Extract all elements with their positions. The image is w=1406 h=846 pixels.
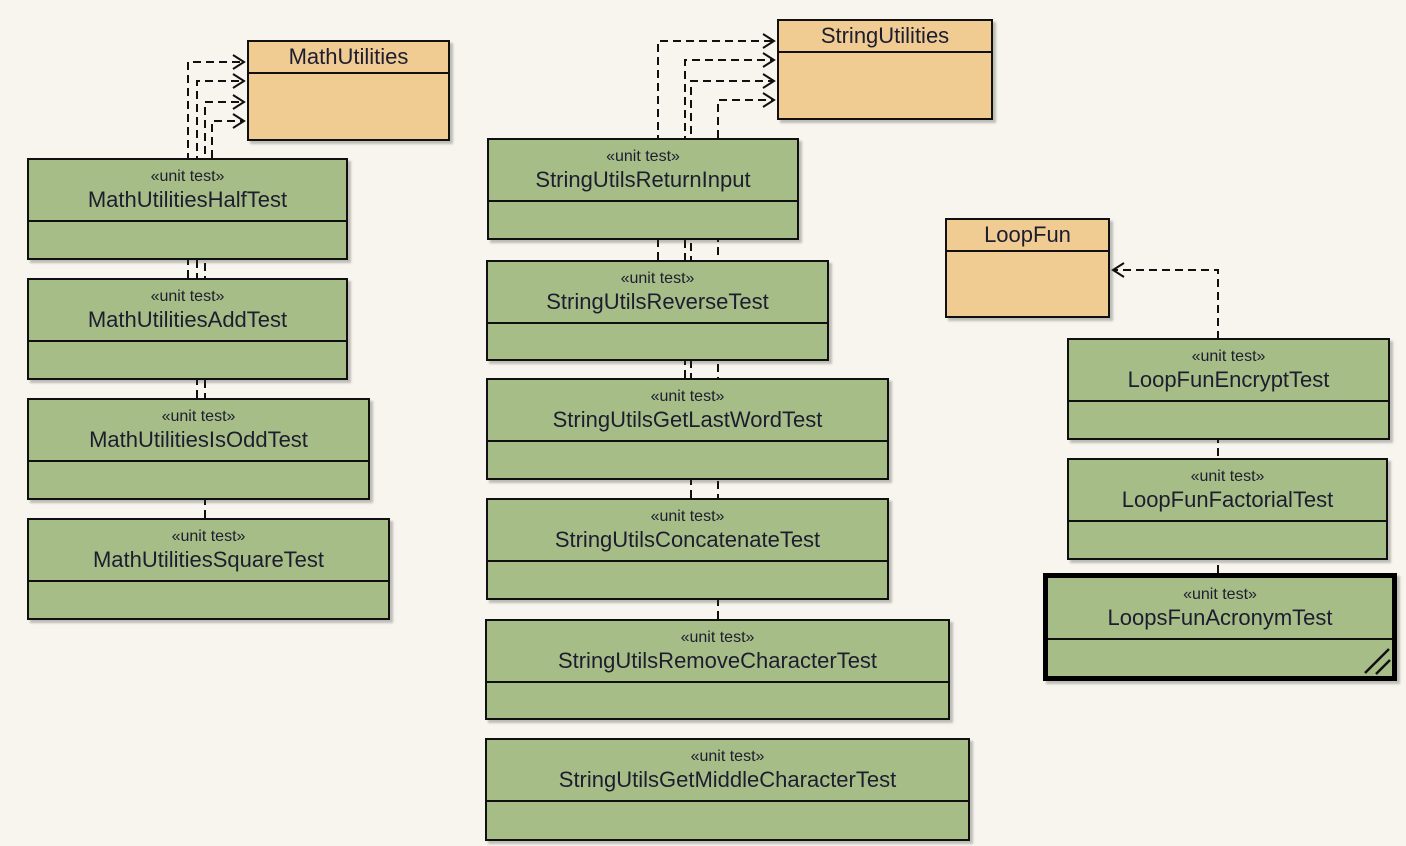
test-name: StringUtilsReturnInput (535, 166, 751, 192)
uml-test-mathutilitiesisoddtest[interactable]: «unit test» MathUtilitiesIsOddTest (27, 398, 370, 500)
stereotype-label: «unit test» (150, 287, 225, 305)
test-name: StringUtilsReverseTest (546, 288, 769, 314)
test-title-compartment: «unit test» LoopFunEncryptTest (1069, 340, 1388, 402)
stereotype-label: «unit test» (171, 527, 246, 545)
stereotype-label: «unit test» (606, 147, 680, 165)
uml-test-stringutilsgetlastwordtest[interactable]: «unit test» StringUtilsGetLastWordTest (486, 378, 889, 480)
test-title-compartment: «unit test» MathUtilitiesSquareTest (29, 520, 388, 582)
class-title-compartment: LoopFun (947, 220, 1108, 252)
test-body-compartment (29, 222, 346, 258)
stereotype-label: «unit test» (680, 628, 755, 646)
test-title-compartment: «unit test» MathUtilitiesAddTest (29, 280, 346, 342)
class-body-compartment (779, 53, 991, 118)
uml-test-loopfunfactorialtest[interactable]: «unit test» LoopFunFactorialTest (1067, 458, 1388, 560)
test-title-compartment: «unit test» LoopFunFactorialTest (1069, 460, 1386, 522)
uml-test-loopsfunacronymtest-selected[interactable]: «unit test» LoopsFunAcronymTest (1043, 573, 1397, 681)
test-body-compartment (487, 802, 968, 839)
test-title-compartment: «unit test» StringUtilsReverseTest (488, 262, 827, 324)
test-body-compartment (488, 324, 827, 359)
test-title-compartment: «unit test» StringUtilsGetLastWordTest (488, 380, 887, 442)
test-body-compartment (1069, 402, 1388, 438)
stereotype-label: «unit test» (161, 407, 236, 425)
class-title-compartment: MathUtilities (249, 42, 448, 74)
uml-test-stringutilsreversetest[interactable]: «unit test» StringUtilsReverseTest (486, 260, 829, 361)
class-body-compartment (249, 74, 448, 139)
test-name: StringUtilsGetMiddleCharacterTest (558, 766, 897, 792)
uml-test-loopfunencrypttest[interactable]: «unit test» LoopFunEncryptTest (1067, 338, 1390, 440)
test-name: LoopsFunAcronymTest (1107, 604, 1333, 630)
test-title-compartment: «unit test» StringUtilsConcatenateTest (488, 500, 887, 562)
connector-math-square-to-mathutilities[interactable] (204, 94, 246, 518)
test-name: StringUtilsConcatenateTest (554, 526, 821, 552)
test-name: StringUtilsRemoveCharacterTest (557, 647, 878, 673)
test-name: MathUtilitiesHalfTest (87, 186, 288, 212)
class-title-compartment: StringUtilities (779, 21, 991, 53)
class-body-compartment (947, 252, 1108, 316)
uml-test-stringutilsconcatenatetest[interactable]: «unit test» StringUtilsConcatenateTest (486, 498, 889, 600)
test-title-compartment: «unit test» StringUtilsRemoveCharacterTe… (487, 621, 948, 683)
test-body-compartment (29, 462, 368, 498)
uml-class-loopfun[interactable]: LoopFun (945, 218, 1110, 318)
test-body-compartment (489, 202, 797, 238)
stereotype-label: «unit test» (1190, 467, 1265, 485)
uml-test-mathutilitiesaddtest[interactable]: «unit test» MathUtilitiesAddTest (27, 278, 348, 380)
test-body-compartment (1069, 522, 1386, 558)
stereotype-label: «unit test» (150, 167, 225, 185)
stereotype-label: «unit test» (650, 387, 725, 405)
test-name: MathUtilitiesSquareTest (92, 546, 325, 572)
uml-test-stringutilsgetmiddlecharactertest[interactable]: «unit test» StringUtilsGetMiddleCharacte… (485, 738, 970, 841)
test-name: MathUtilitiesAddTest (87, 306, 288, 332)
test-name: LoopFunEncryptTest (1127, 366, 1330, 392)
test-body-compartment (29, 342, 346, 378)
connector-math-half-to-mathutilities[interactable] (211, 113, 246, 158)
class-name: StringUtilities (820, 23, 950, 49)
test-body-compartment (487, 683, 948, 718)
resize-handle-icon[interactable] (1361, 645, 1391, 675)
class-name: MathUtilities (288, 44, 409, 70)
test-title-compartment: «unit test» LoopsFunAcronymTest (1048, 578, 1392, 640)
test-title-compartment: «unit test» MathUtilitiesHalfTest (29, 160, 346, 222)
uml-test-stringutilsremovecharactertest[interactable]: «unit test» StringUtilsRemoveCharacterTe… (485, 619, 950, 720)
test-name: MathUtilitiesIsOddTest (89, 426, 308, 452)
class-name: LoopFun (984, 222, 1071, 248)
test-body-compartment (488, 562, 887, 598)
stereotype-label: «unit test» (690, 747, 765, 765)
uml-test-mathutilitieshalftest[interactable]: «unit test» MathUtilitiesHalfTest (27, 158, 348, 260)
uml-class-mathutilities[interactable]: MathUtilities (247, 40, 450, 141)
test-body-compartment (1048, 640, 1392, 676)
test-title-compartment: «unit test» StringUtilsReturnInput (489, 140, 797, 202)
test-body-compartment (29, 582, 388, 618)
stereotype-label: «unit test» (650, 507, 725, 525)
test-title-compartment: «unit test» StringUtilsGetMiddleCharacte… (487, 740, 968, 802)
test-name: StringUtilsGetLastWordTest (552, 406, 823, 432)
connector-string-concatenate-to-stringutilities[interactable] (690, 73, 776, 498)
uml-test-stringutilsreturninput[interactable]: «unit test» StringUtilsReturnInput (487, 138, 799, 240)
uml-class-stringutilities[interactable]: StringUtilities (777, 19, 993, 120)
stereotype-label: «unit test» (1191, 347, 1266, 365)
stereotype-label: «unit test» (1183, 585, 1257, 603)
test-name: LoopFunFactorialTest (1121, 486, 1334, 512)
test-title-compartment: «unit test» MathUtilitiesIsOddTest (29, 400, 368, 462)
uml-test-mathutilitiessquaretest[interactable]: «unit test» MathUtilitiesSquareTest (27, 518, 390, 620)
stereotype-label: «unit test» (620, 269, 695, 287)
connector-loops-acronym-to-loopfun[interactable] (1111, 262, 1219, 573)
test-body-compartment (488, 442, 887, 478)
